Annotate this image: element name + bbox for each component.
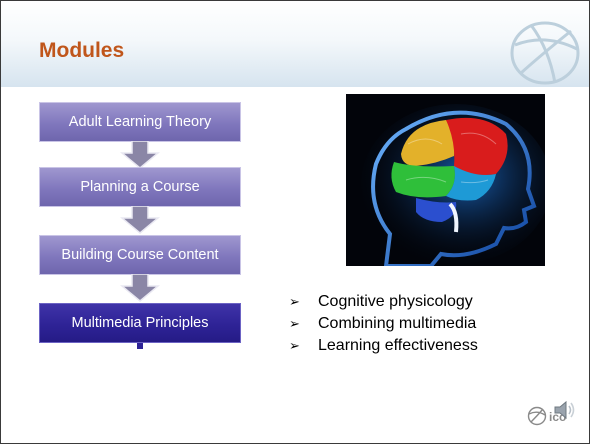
list-item: ➢ Cognitive physicology (289, 291, 478, 313)
ico-logo-icon (527, 406, 547, 426)
bullet-marker: ➢ (289, 316, 300, 331)
flow-step-planning-a-course: Planning a Course (39, 167, 241, 207)
bullet-marker: ➢ (289, 338, 300, 353)
flow-step-label: Planning a Course (80, 179, 200, 195)
globe-logo-icon (510, 21, 580, 85)
down-arrow-icon (120, 141, 160, 169)
flow-step-multimedia-principles: Multimedia Principles (39, 303, 241, 343)
bullet-list: ➢ Cognitive physicology ➢ Combining mult… (289, 291, 478, 357)
bullet-marker: ➢ (289, 294, 300, 309)
list-item: ➢ Learning effectiveness (289, 335, 478, 357)
slide-header (1, 1, 589, 87)
flow-step-label: Multimedia Principles (71, 315, 209, 331)
bullet-text: Combining multimedia (318, 315, 477, 332)
list-item: ➢ Combining multimedia (289, 313, 478, 335)
flow-step-label: Adult Learning Theory (68, 114, 212, 130)
active-step-tick (137, 343, 143, 349)
brain-head-image (346, 94, 545, 266)
flow-step-building-course-content: Building Course Content (39, 235, 241, 275)
slide-title: Modules (39, 39, 125, 62)
bullet-text: Learning effectiveness (318, 337, 478, 354)
down-arrow-icon (120, 274, 160, 302)
flow-step-label: Building Course Content (61, 247, 219, 263)
flow-step-adult-learning-theory: Adult Learning Theory (39, 102, 241, 142)
speaker-icon[interactable] (552, 398, 576, 422)
bullet-text: Cognitive physicology (318, 293, 473, 310)
down-arrow-icon (120, 206, 160, 234)
